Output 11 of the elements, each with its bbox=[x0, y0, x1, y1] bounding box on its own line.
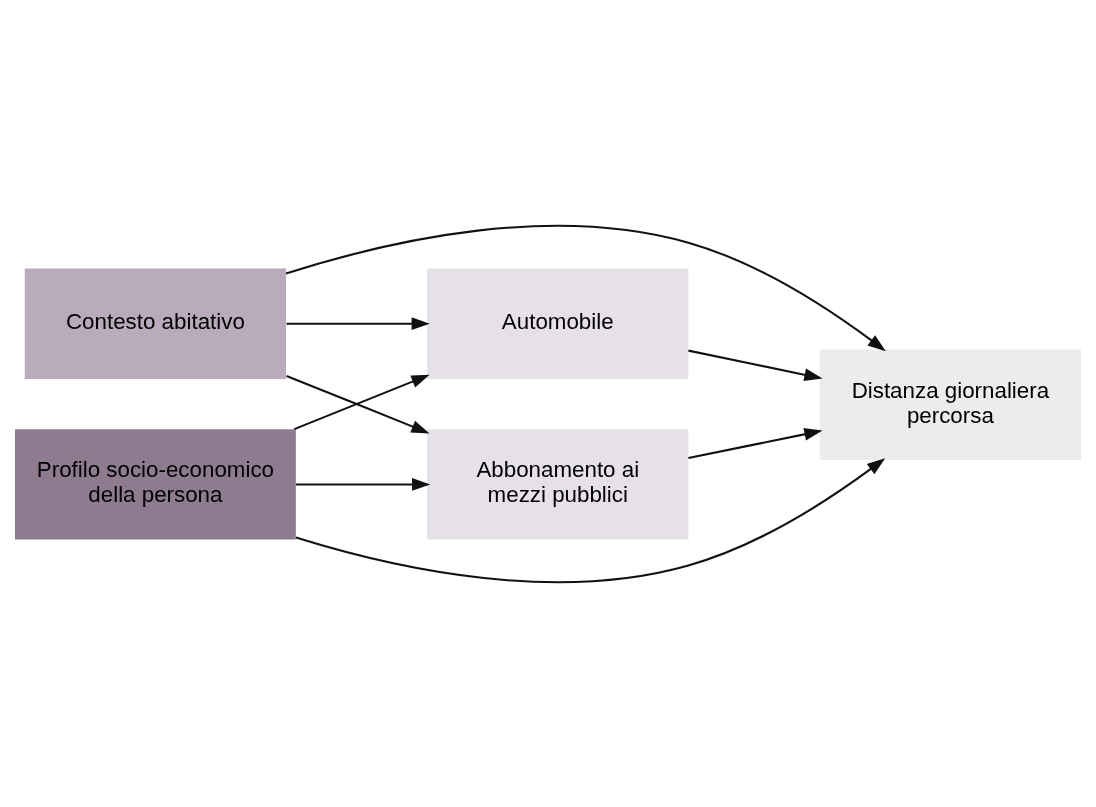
arrow bbox=[688, 427, 823, 459]
arrow bbox=[285, 224, 886, 351]
node-box: Abbonamento ai mezzi pubblici bbox=[427, 428, 689, 540]
arrow bbox=[286, 316, 430, 330]
arrow bbox=[295, 457, 886, 583]
arrow bbox=[688, 349, 823, 381]
node-box: Distanza giornaliera percorsa bbox=[819, 349, 1081, 460]
node-box: Profilo socio-economico della persona bbox=[15, 428, 296, 540]
arrow bbox=[296, 477, 431, 491]
node-box: Automobile bbox=[427, 268, 689, 379]
node-box: Contesto abitativo bbox=[24, 268, 287, 379]
